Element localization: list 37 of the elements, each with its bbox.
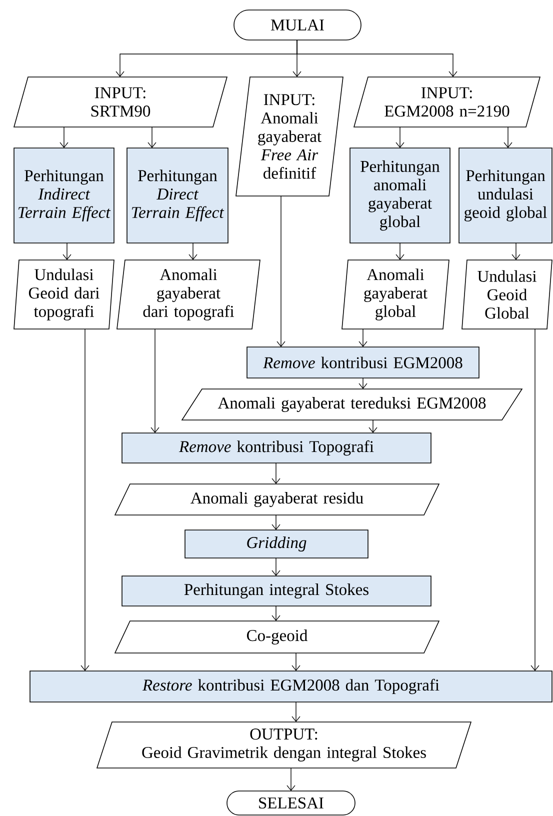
arrow	[296, 40, 458, 77]
process-box: Perhitungan integral Stokes	[122, 576, 432, 606]
arrow	[292, 702, 300, 722]
process-box: Restore kontribusi EGM2008 dan Topografi	[30, 670, 552, 702]
process-box: Perhitungan undulasi geoid global	[458, 148, 552, 244]
arrow	[396, 126, 404, 148]
arrow	[358, 378, 368, 389]
arrow	[148, 126, 156, 148]
process-box: Perhitungan Direct Terrain Effect	[126, 148, 228, 244]
arrow	[272, 606, 280, 621]
arrow	[80, 328, 90, 671]
process-box: Perhitungan anomali gayaberat global	[350, 148, 450, 244]
arrow	[272, 514, 280, 530]
data-parallelogram: Anomali gayaberat global	[342, 260, 450, 330]
arrow	[62, 242, 72, 260]
arrow	[504, 126, 512, 148]
arrow	[188, 242, 198, 260]
arrow	[272, 462, 280, 484]
arrow	[286, 768, 296, 791]
arrow	[60, 126, 68, 148]
process-box: Perhitungan Indirect Terrain Effect	[14, 148, 114, 244]
arrow	[396, 242, 404, 260]
arrow	[512, 242, 520, 260]
data-parallelogram: Undulasi Geoid Global	[462, 260, 552, 330]
data-parallelogram: Undulasi Geoid dari topografi	[14, 260, 114, 330]
arrow	[150, 328, 160, 433]
arrow	[530, 328, 540, 671]
data-parallelogram: Anomali gayaberat dari topografi	[116, 260, 260, 330]
data-parallelogram: INPUT: Anomali gayaberat Free Air definitif	[236, 76, 344, 196]
process-box: Remove kontribusi Topografi	[122, 432, 432, 464]
process-box: Gridding	[184, 530, 368, 558]
arrow	[272, 558, 280, 576]
arrow	[276, 196, 286, 347]
arrow	[368, 420, 378, 433]
arrow	[292, 652, 300, 671]
arrow	[358, 328, 368, 347]
process-box: Remove kontribusi EGM2008	[246, 346, 480, 378]
